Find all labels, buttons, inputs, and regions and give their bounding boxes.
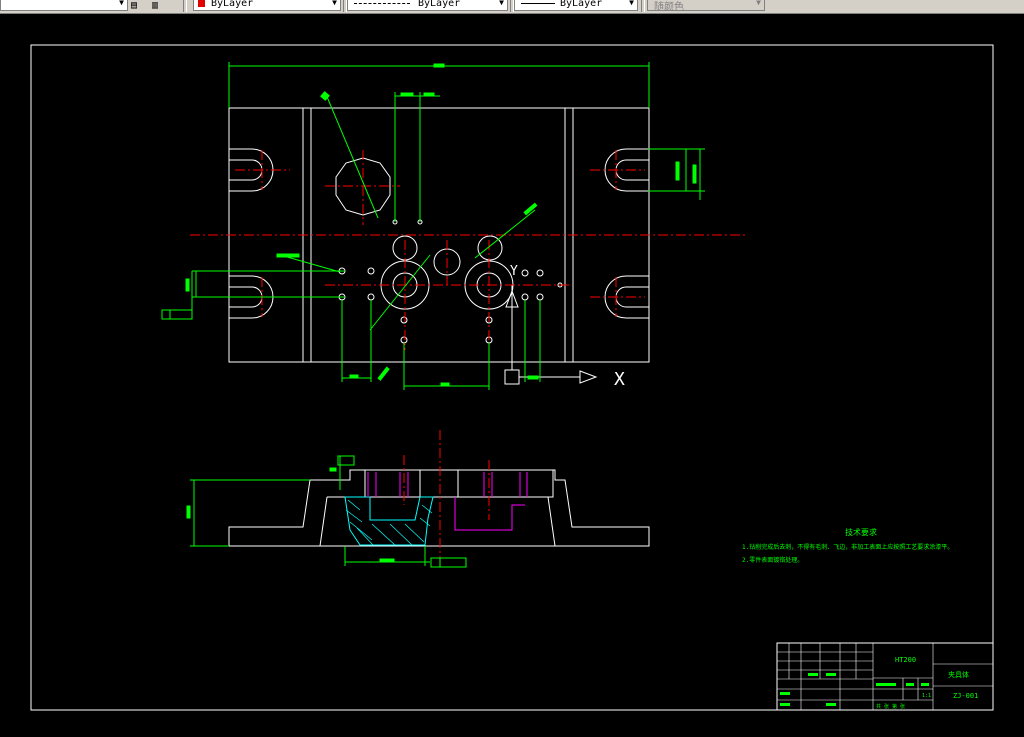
toolbar-separator	[183, 0, 187, 12]
section-view	[228, 469, 650, 547]
section-hatch	[344, 496, 434, 546]
chevron-down-icon: ▼	[119, 0, 124, 7]
notes-line-1: 1.钻削完成后去刺，不得有毛刺、飞边，非加工表面上应按照工艺要求涂漆平。	[742, 543, 953, 551]
top-view-dimensions	[161, 62, 705, 390]
layer-previous-icon[interactable]: ▥	[152, 0, 159, 11]
linetype-dropdown[interactable]: ByLayer ▼	[347, 0, 508, 11]
linetype-value: ByLayer	[418, 0, 461, 9]
ucs-x-label: X	[614, 369, 625, 390]
top-view	[228, 107, 650, 385]
lineweight-value: ByLayer	[560, 0, 603, 9]
large-bore	[335, 157, 391, 216]
technical-notes: 技术要求 1.钻削完成后去刺，不得有毛刺、飞边，非加工表面上应按照工艺要求涂漆平…	[742, 527, 953, 564]
toolbar-separator	[343, 0, 347, 12]
lineweight-sample	[521, 3, 555, 4]
title-material: HT200	[895, 656, 916, 664]
title-sheet: 共 张 第 张	[876, 703, 905, 710]
plotstyle-dropdown[interactable]: 随颜色 ▼	[647, 0, 765, 13]
section-dimensions	[186, 455, 467, 568]
toolbar-separator	[510, 0, 514, 12]
title-block: HT200 夹具体 ZJ-001 1:1 共 张 第 张	[776, 642, 994, 711]
color-dropdown[interactable]: ByLayer ▼	[193, 0, 341, 11]
sheet-border	[30, 44, 994, 711]
color-value: ByLayer	[211, 0, 254, 9]
color-swatch	[198, 0, 205, 7]
title-drawing-number: ZJ-001	[953, 692, 978, 700]
chevron-down-icon: ▼	[629, 0, 634, 7]
chevron-down-icon: ▼	[499, 0, 504, 7]
layer-states-icon[interactable]: ▤	[131, 0, 138, 11]
plotstyle-value: 随颜色	[654, 2, 684, 13]
section-centerlines	[403, 430, 490, 560]
notes-line-2: 2.零件表面镀铬处理。	[742, 556, 803, 564]
layer-dropdown[interactable]: ▼	[0, 0, 128, 11]
linetype-sample	[354, 3, 410, 4]
ucs-origin-box	[504, 369, 520, 385]
ucs-icon: X Y	[510, 264, 625, 390]
title-part-name: 夹具体	[948, 670, 969, 679]
properties-toolbar: ▼ ▤ ▥ ByLayer ▼ ByLayer ▼ ByLayer ▼ 随颜色 …	[0, 0, 1024, 14]
top-view-centerlines	[190, 150, 748, 350]
title-scale: 1:1	[922, 693, 931, 699]
ucs-y-label: Y	[510, 264, 518, 279]
hidden-lines	[367, 472, 528, 531]
notes-title: 技术要求	[845, 527, 877, 537]
chevron-down-icon: ▼	[332, 0, 337, 7]
chevron-down-icon: ▼	[756, 0, 761, 7]
toolbar-separator	[641, 0, 645, 12]
cad-drawing-canvas[interactable]: X Y 技术要求 1.钻削完成后去刺，不得有毛刺、飞边，非加工表面上应按照工艺要…	[0, 13, 1024, 737]
section-outline	[228, 469, 650, 547]
lineweight-dropdown[interactable]: ByLayer ▼	[514, 0, 638, 11]
